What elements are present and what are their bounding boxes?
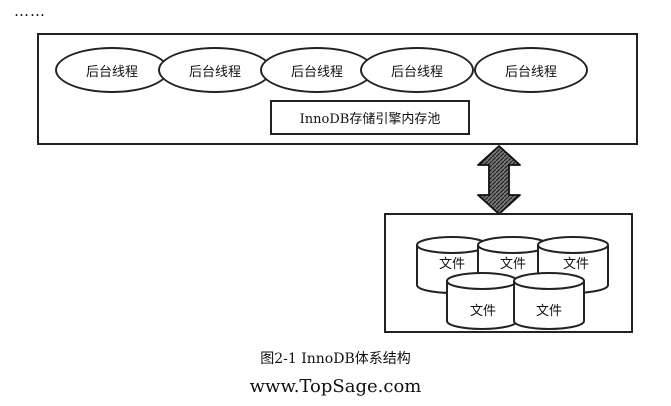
double-arrow-icon: [477, 145, 521, 215]
background-thread-2: 后台线程: [158, 47, 272, 93]
file-cylinder-4: [446, 272, 518, 330]
background-thread-1: 后台线程: [55, 47, 169, 93]
file-cylinders: [416, 236, 609, 330]
file-cylinder-5: [513, 272, 585, 330]
file-label-3: 文件: [562, 257, 589, 272]
ellipsis-text: ……: [14, 2, 46, 20]
figure-caption: 图2-1 InnoDB体系结构: [260, 351, 411, 367]
file-cylinder-1: [416, 236, 488, 294]
background-thread-5: 后台线程: [474, 47, 588, 93]
file-storage-box: 文件 文件 文件 文件 文件: [384, 213, 633, 333]
watermark-text: www.TopSage.com: [249, 376, 422, 397]
buffer-pool-box: InnoDB存储引擎内存池: [270, 100, 470, 135]
file-label-2: 文件: [499, 257, 526, 272]
background-thread-4: 后台线程: [360, 47, 474, 93]
background-thread-3: 后台线程: [260, 47, 374, 93]
file-label-4: 文件: [469, 304, 496, 319]
innodb-engine-box: [37, 33, 638, 145]
file-label-1: 文件: [438, 257, 465, 272]
file-label-5: 文件: [535, 304, 562, 319]
